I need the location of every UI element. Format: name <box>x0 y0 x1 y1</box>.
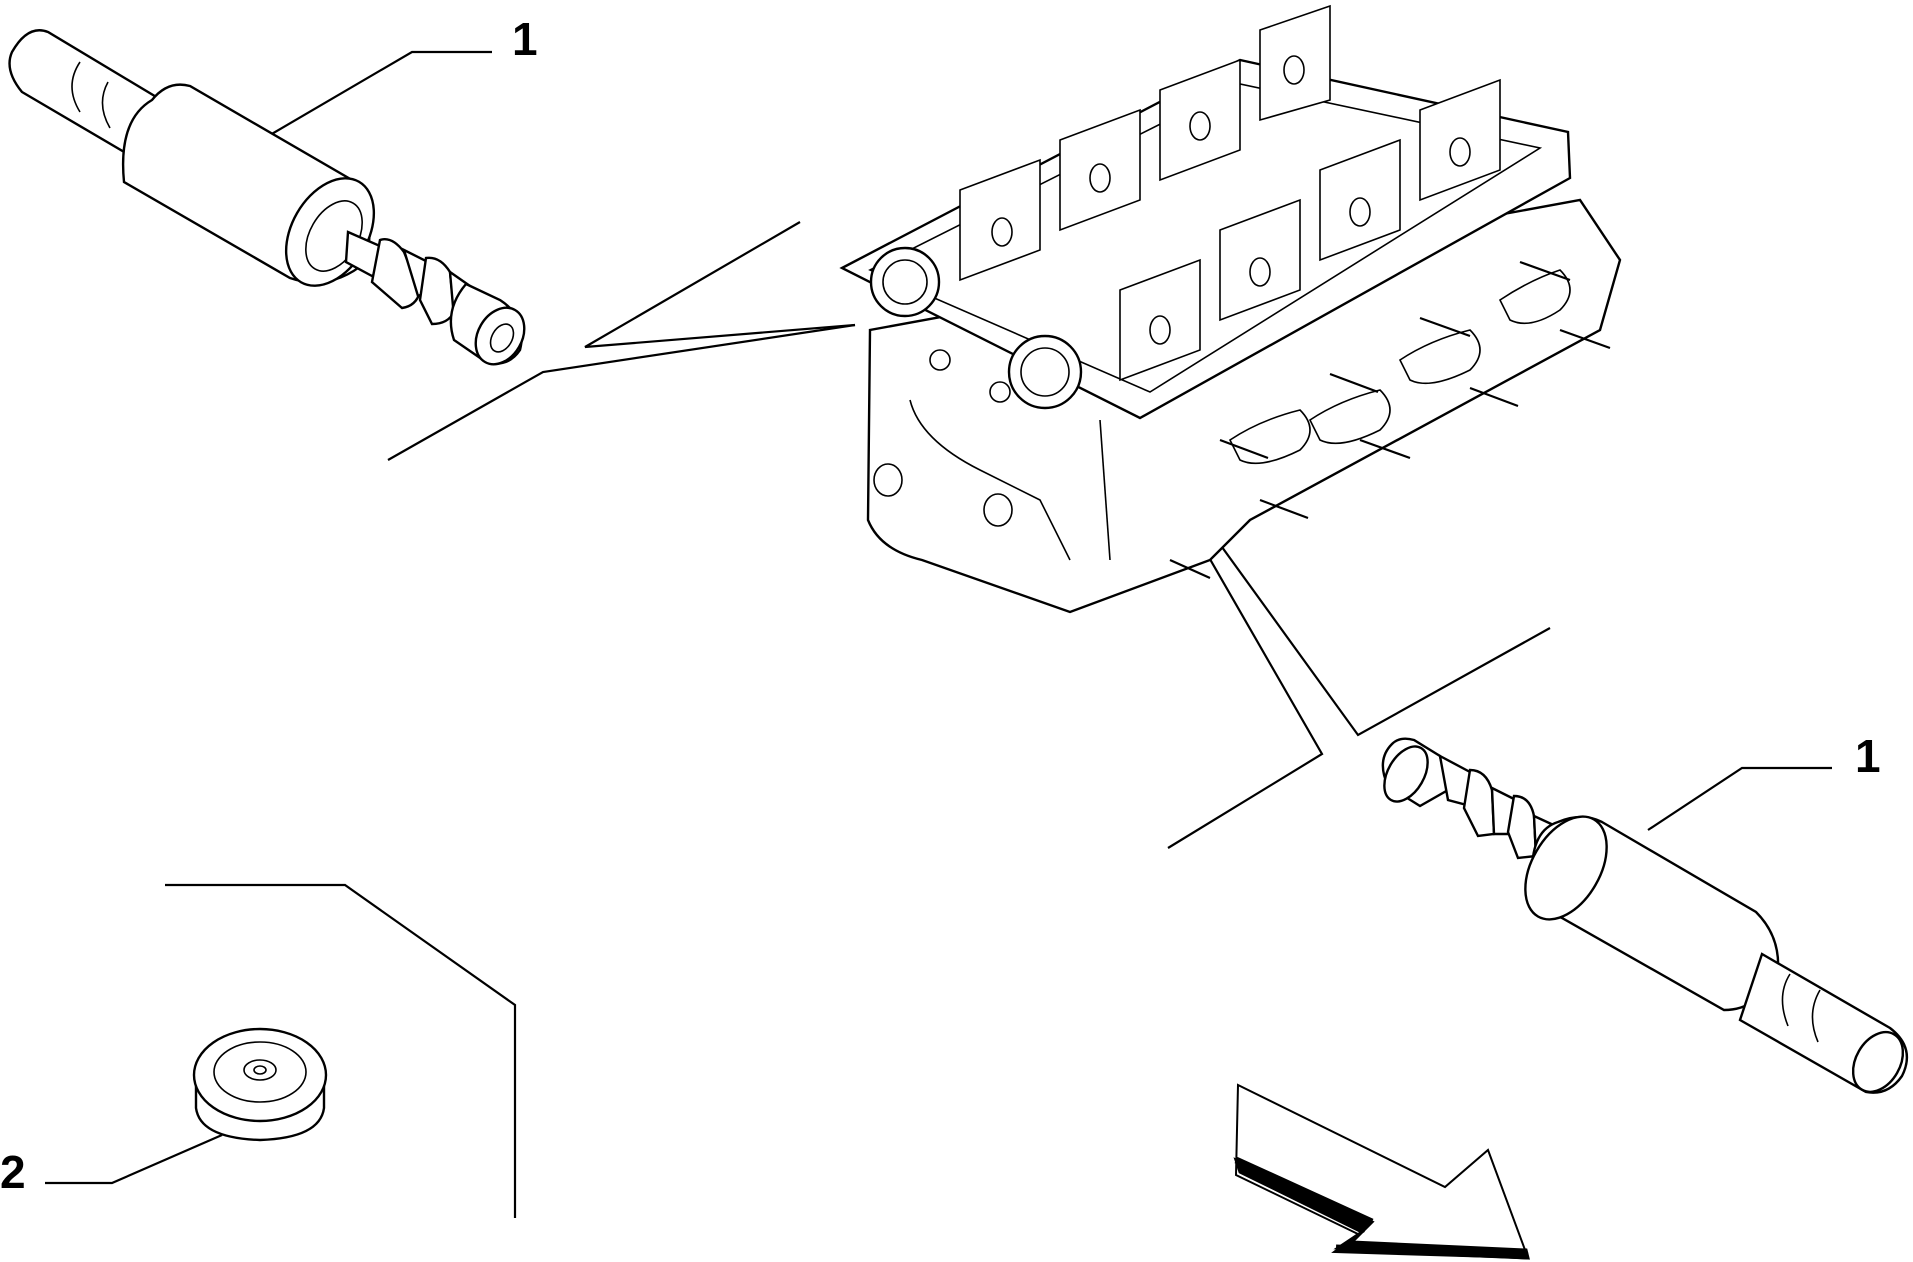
pointer-lines-left <box>387 221 856 461</box>
camshaft-seal-upper <box>869 246 941 318</box>
callout-2-bottom-left: 2 <box>0 1133 223 1198</box>
callout-label-right: 1 <box>1855 730 1881 782</box>
pointer-line-left-lower <box>387 323 856 461</box>
leader-line-top-left <box>269 50 492 136</box>
leader-line-bottom-left <box>45 1133 223 1185</box>
callout-label-bottom-left: 2 <box>0 1146 26 1198</box>
pointer-line-left-upper <box>584 221 856 349</box>
camshaft-seal-lower <box>1007 334 1083 410</box>
manifold-studs <box>1169 260 1611 580</box>
cylinder-head <box>839 4 1622 614</box>
oil-control-valve-top-left <box>8 29 526 366</box>
oil-control-valve-right <box>1381 737 1909 1094</box>
callout-1-top-left: 1 <box>269 13 538 136</box>
sealing-plug <box>192 1027 328 1142</box>
callout-label-top-left: 1 <box>512 13 538 65</box>
callout-1-right: 1 <box>1647 730 1881 831</box>
cam-bearing-towers <box>959 4 1501 382</box>
group-bracket-line <box>165 883 517 1218</box>
front-direction-arrow-icon <box>1233 1083 1530 1260</box>
leader-line-right <box>1647 766 1832 831</box>
